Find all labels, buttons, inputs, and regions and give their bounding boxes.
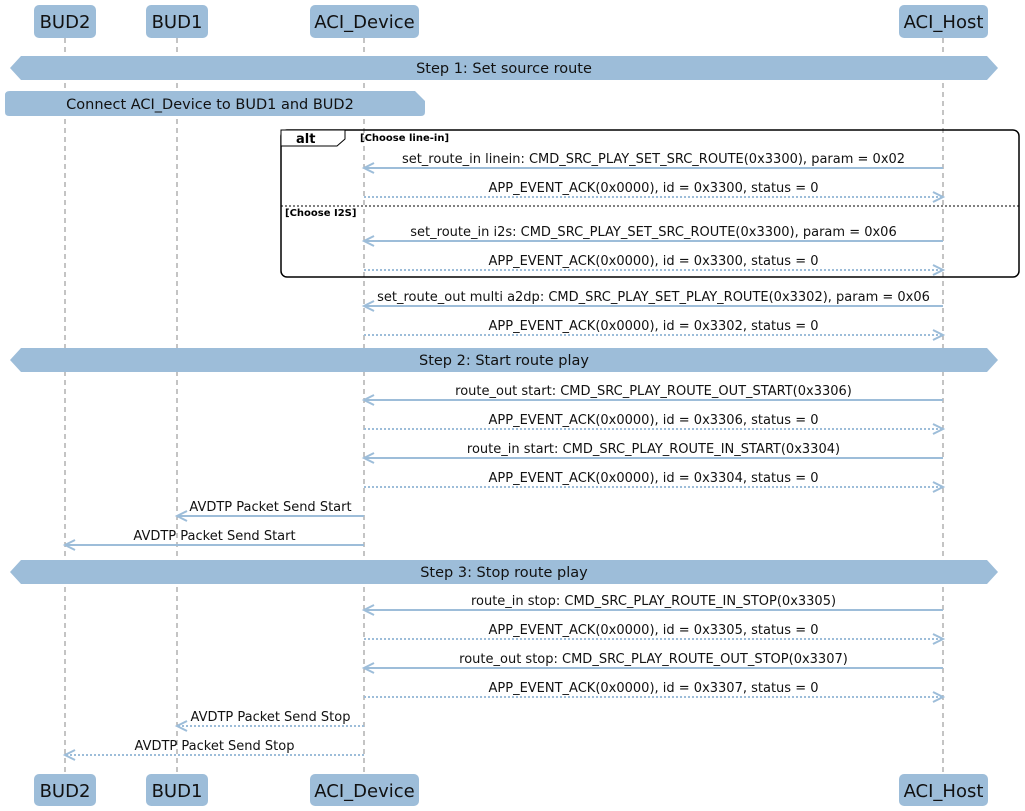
participant-label: ACI_Host: [904, 12, 984, 33]
message-arrowhead: [361, 452, 375, 464]
message-3: set_route_in i2s: CMD_SRC_PLAY_SET_SRC_R…: [361, 225, 943, 247]
message-1: set_route_in linein: CMD_SRC_PLAY_SET_SR…: [361, 152, 943, 174]
message-label: APP_EVENT_ACK(0x0000), id = 0x3300, stat…: [489, 254, 819, 269]
message-label: route_in stop: CMD_SRC_PLAY_ROUTE_IN_STO…: [471, 594, 836, 609]
message-arrowhead: [62, 749, 76, 761]
message-arrowhead: [361, 604, 375, 616]
message-label: AVDTP Packet Send Start: [133, 529, 295, 544]
message-arrowhead: [174, 720, 188, 732]
message-9: route_in start: CMD_SRC_PLAY_ROUTE_IN_ST…: [361, 442, 943, 464]
message-label: set_route_in linein: CMD_SRC_PLAY_SET_SR…: [402, 152, 905, 167]
message-arrowhead: [932, 264, 946, 276]
note-label: Connect ACI_Device to BUD1 and BUD2: [66, 97, 354, 113]
message-13: route_in stop: CMD_SRC_PLAY_ROUTE_IN_STO…: [361, 594, 943, 616]
message-label: AVDTP Packet Send Stop: [135, 739, 295, 754]
message-6: APP_EVENT_ACK(0x0000), id = 0x3302, stat…: [364, 319, 946, 341]
step-1-label: Step 1: Set source route: [416, 61, 592, 77]
message-5: set_route_out multi a2dp: CMD_SRC_PLAY_S…: [361, 290, 943, 312]
participant-bud1-bottom[interactable]: BUD1: [146, 774, 208, 806]
message-label: route_in start: CMD_SRC_PLAY_ROUTE_IN_ST…: [467, 442, 840, 457]
participant-aci-device-top[interactable]: ACI_Device: [310, 5, 419, 38]
message-12: AVDTP Packet Send Start: [62, 529, 364, 551]
message-4: APP_EVENT_ACK(0x0000), id = 0x3300, stat…: [364, 254, 946, 276]
participant-bud2-top[interactable]: BUD2: [34, 5, 96, 38]
participant-label: ACI_Host: [904, 781, 984, 802]
message-10: APP_EVENT_ACK(0x0000), id = 0x3304, stat…: [364, 471, 946, 493]
participant-aci-host-bottom[interactable]: ACI_Host: [899, 774, 988, 806]
participant-label: BUD1: [152, 781, 203, 802]
message-label: APP_EVENT_ACK(0x0000), id = 0x3300, stat…: [489, 181, 819, 196]
alt-guard-i2s: [Choose I2S]: [285, 208, 356, 219]
messages-group: set_route_in linein: CMD_SRC_PLAY_SET_SR…: [62, 152, 946, 761]
step-2-label: Step 2: Start route play: [419, 353, 589, 369]
message-arrowhead: [174, 510, 188, 522]
message-arrowhead: [932, 329, 946, 341]
message-label: AVDTP Packet Send Start: [189, 500, 351, 515]
note-connect: Connect ACI_Device to BUD1 and BUD2: [5, 91, 425, 116]
message-arrowhead: [932, 633, 946, 645]
alt-guard-line-in: [Choose line-in]: [360, 133, 449, 144]
message-7: route_out start: CMD_SRC_PLAY_ROUTE_OUT_…: [361, 384, 943, 406]
message-arrowhead: [932, 691, 946, 703]
message-label: APP_EVENT_ACK(0x0000), id = 0x3306, stat…: [489, 413, 819, 428]
message-arrowhead: [361, 662, 375, 674]
message-arrowhead: [62, 539, 76, 551]
message-label: APP_EVENT_ACK(0x0000), id = 0x3305, stat…: [489, 623, 819, 638]
message-label: set_route_out multi a2dp: CMD_SRC_PLAY_S…: [377, 290, 930, 305]
message-14: APP_EVENT_ACK(0x0000), id = 0x3305, stat…: [364, 623, 946, 645]
participant-bud1-top[interactable]: BUD1: [146, 5, 208, 38]
message-2: APP_EVENT_ACK(0x0000), id = 0x3300, stat…: [364, 181, 946, 203]
participant-label: ACI_Device: [314, 12, 414, 33]
message-18: AVDTP Packet Send Stop: [62, 739, 364, 761]
participant-aci-host-top[interactable]: ACI_Host: [899, 5, 988, 38]
message-17: AVDTP Packet Send Stop: [174, 710, 364, 732]
step-2-divider: Step 2: Start route play: [10, 348, 998, 372]
alt-title: alt: [296, 132, 315, 147]
message-label: APP_EVENT_ACK(0x0000), id = 0x3302, stat…: [489, 319, 819, 334]
participant-label: ACI_Device: [314, 781, 414, 802]
step-3-divider: Step 3: Stop route play: [10, 560, 998, 584]
message-11: AVDTP Packet Send Start: [174, 500, 364, 522]
participant-label: BUD2: [40, 781, 91, 802]
message-arrowhead: [932, 481, 946, 493]
step-3-label: Step 3: Stop route play: [420, 565, 588, 581]
message-label: APP_EVENT_ACK(0x0000), id = 0x3307, stat…: [489, 681, 819, 696]
message-arrowhead: [361, 300, 375, 312]
message-label: route_out start: CMD_SRC_PLAY_ROUTE_OUT_…: [455, 384, 852, 399]
message-arrowhead: [932, 423, 946, 435]
message-arrowhead: [361, 235, 375, 247]
step-1-divider: Step 1: Set source route: [10, 56, 998, 80]
message-arrowhead: [361, 394, 375, 406]
message-label: route_out stop: CMD_SRC_PLAY_ROUTE_OUT_S…: [459, 652, 848, 667]
participant-aci-device-bottom[interactable]: ACI_Device: [310, 774, 419, 806]
message-label: APP_EVENT_ACK(0x0000), id = 0x3304, stat…: [489, 471, 819, 486]
participant-label: BUD2: [40, 12, 91, 33]
participant-label: BUD1: [152, 12, 203, 33]
message-15: route_out stop: CMD_SRC_PLAY_ROUTE_OUT_S…: [361, 652, 943, 674]
message-arrowhead: [361, 162, 375, 174]
message-label: AVDTP Packet Send Stop: [191, 710, 351, 725]
alt-frame: alt [Choose line-in] [Choose I2S]: [280, 129, 1020, 278]
message-label: set_route_in i2s: CMD_SRC_PLAY_SET_SRC_R…: [410, 225, 896, 240]
message-16: APP_EVENT_ACK(0x0000), id = 0x3307, stat…: [364, 681, 946, 703]
message-arrowhead: [932, 191, 946, 203]
message-8: APP_EVENT_ACK(0x0000), id = 0x3306, stat…: [364, 413, 946, 435]
participant-bud2-bottom[interactable]: BUD2: [34, 774, 96, 806]
